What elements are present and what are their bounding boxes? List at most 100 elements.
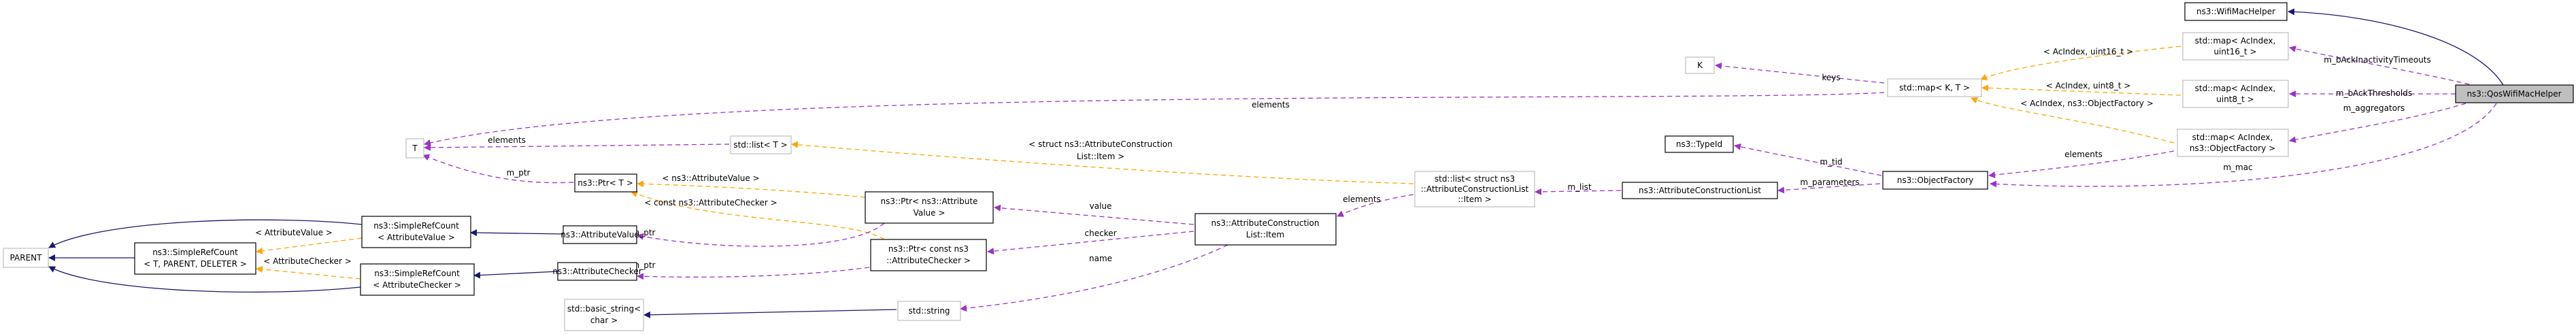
label-elements-of: elements xyxy=(2064,150,2103,159)
node-label: Value > xyxy=(914,208,946,218)
edge-inherit-basic-string xyxy=(643,309,897,318)
edge-value xyxy=(994,204,1194,225)
node-label: std::basic_string< xyxy=(567,304,641,314)
node-map-object-factory[interactable]: std::map< AcIndex,ns3::ObjectFactory > xyxy=(2177,129,2289,157)
label-elements-item: elements xyxy=(1343,195,1381,204)
node-src-attribute-value[interactable]: ns3::SimpleRefCount< AttributeValue > xyxy=(361,216,471,248)
label-m-aggregators: m_aggregators xyxy=(2343,103,2405,113)
node-label: < T, PARENT, DELETER > xyxy=(144,259,247,269)
node-label: std::string xyxy=(908,306,950,316)
label-m-parameters: m_parameters xyxy=(1800,178,1859,187)
node-label: char > xyxy=(590,316,618,325)
node-label: ns3::SimpleRefCount xyxy=(152,248,238,257)
label-tpl-uint16: < AcIndex, uint16_t > xyxy=(2043,47,2133,56)
node-ptr-attribute-checker[interactable]: ns3::Ptr< const ns3::AttributeChecker > xyxy=(870,239,987,271)
edge-inherit-parent-value xyxy=(48,219,363,248)
node-label: ns3::Ptr< ns3::Attribute xyxy=(881,197,978,206)
node-label: std::list< struct ns3 xyxy=(1435,174,1515,184)
node-label: ns3::Ptr< T > xyxy=(578,178,633,188)
label-tpl-item-line2: List::Item > xyxy=(1077,152,1124,161)
edge-tpl-object-factory xyxy=(1971,97,2175,144)
edge-inherit-parent-checker xyxy=(48,266,361,293)
node-type-id[interactable]: ns3::TypeId xyxy=(1665,135,1734,153)
node-k[interactable]: K xyxy=(1685,56,1715,74)
node-label: std::map< AcIndex, xyxy=(2195,36,2276,46)
label-tpl-attr-checker: < const ns3::AttributeChecker > xyxy=(644,198,777,207)
node-list-item[interactable]: std::list< struct ns3::AttributeConstruc… xyxy=(1414,171,1535,207)
node-map-k-t[interactable]: std::map< K, T > xyxy=(1887,78,1982,97)
node-src-generic[interactable]: ns3::SimpleRefCount< T, PARENT, DELETER … xyxy=(134,242,256,275)
node-map-uint16[interactable]: std::map< AcIndex,uint16_t > xyxy=(2182,32,2289,61)
node-attribute-construction-list[interactable]: ns3::AttributeConstructionList xyxy=(1622,182,1778,199)
label-tpl-uint8: < AcIndex, uint8_t > xyxy=(2046,81,2131,90)
node-label: ns3::ObjectFactory xyxy=(1897,176,1974,185)
edge-elements-list xyxy=(424,144,730,151)
node-label: std::list< T > xyxy=(733,140,787,150)
node-label: ::AttributeConstructionList xyxy=(1421,184,1529,194)
node-label: < AttributeChecker > xyxy=(373,280,461,290)
node-label: uint8_t > xyxy=(2216,95,2254,104)
edge-m-back-inactivity xyxy=(2289,46,2470,85)
node-label: std::map< K, T > xyxy=(1899,83,1970,93)
edge-inherit-src-checker xyxy=(473,271,558,279)
node-object-factory[interactable]: ns3::ObjectFactory xyxy=(1882,171,1988,190)
label-m-ptr-value: m_ptr xyxy=(632,228,656,237)
node-src-attribute-checker[interactable]: ns3::SimpleRefCount< AttributeChecker > xyxy=(360,263,475,296)
node-label: ns3::Ptr< const ns3 xyxy=(888,244,969,254)
node-label: ::AttributeChecker > xyxy=(886,256,971,265)
edge-m-ptr-value xyxy=(637,222,885,247)
node-label: uint16_t > xyxy=(2213,47,2256,56)
node-basic-string[interactable]: std::basic_string<char > xyxy=(564,299,644,331)
label-tpl-item-line1: < struct ns3::AttributeConstruction xyxy=(1028,139,1172,149)
node-attribute-checker[interactable]: ns3::AttributeChecker xyxy=(552,262,642,281)
label-m-ptr-t: m_ptr xyxy=(507,168,531,178)
node-ptr-t[interactable]: ns3::Ptr< T > xyxy=(574,173,637,193)
node-parent[interactable]: PARENT xyxy=(3,248,49,268)
edge-tpl-uint16 xyxy=(1980,46,2181,80)
edge-tpl-item xyxy=(791,141,1414,184)
edge-keys xyxy=(1715,62,1885,84)
label-value: value xyxy=(1090,201,1112,211)
edge-m-parameters xyxy=(1777,183,1881,194)
edges xyxy=(48,8,2504,318)
node-wifi-mac-helper[interactable]: ns3::WifiMacHelper xyxy=(2184,2,2288,21)
node-acl-item[interactable]: ns3::AttributeConstructionList::Item xyxy=(1194,213,1337,246)
edge-tpl-uint8 xyxy=(1981,84,2181,96)
edge-m-aggregators xyxy=(2289,103,2466,144)
node-t[interactable]: T xyxy=(405,138,424,158)
label-m-back-thresholds: m_bAckThresholds xyxy=(2336,88,2412,98)
edge-tpl-attr-value xyxy=(637,180,866,198)
edge-labels: m_bAckInactivityTimeouts m_bAckThreshold… xyxy=(255,47,2431,270)
node-attribute-value[interactable]: ns3::AttributeValue xyxy=(561,225,639,244)
edge-tpl-src-value xyxy=(256,237,363,254)
node-label: T xyxy=(412,144,418,153)
node-label: PARENT xyxy=(10,253,43,263)
nodes: ns3::QosWifiMacHelper ns3::WifiMacHelper… xyxy=(3,2,2574,331)
label-m-mac: m_mac xyxy=(2223,163,2252,172)
node-map-uint8[interactable]: std::map< AcIndex,uint8_t > xyxy=(2182,80,2289,108)
node-label: ns3::QosWifiMacHelper xyxy=(2466,89,2561,99)
label-tpl-object-factory: < AcIndex, ns3::ObjectFactory > xyxy=(2020,99,2154,108)
node-label: ns3::WifiMacHelper xyxy=(2196,7,2275,16)
node-qos-wifi-mac-helper[interactable]: ns3::QosWifiMacHelper xyxy=(2455,84,2574,103)
label-m-list: m_list xyxy=(1567,182,1592,192)
edge-m-mac xyxy=(1990,103,2497,188)
node-std-list-t[interactable]: std::list< T > xyxy=(730,135,792,154)
node-label: ns3::AttributeValue xyxy=(561,230,639,239)
node-label: ns3::AttributeChecker xyxy=(552,267,641,276)
label-elements-list: elements xyxy=(488,135,526,145)
edge-tpl-src-checker xyxy=(256,265,361,280)
node-std-string[interactable]: std::string xyxy=(897,301,961,321)
label-tpl-src-value: < AttributeValue > xyxy=(255,228,333,237)
node-label: K xyxy=(1697,61,1703,70)
edge-inherit-wifi-mac-helper xyxy=(2288,8,2504,86)
label-name: name xyxy=(1089,254,1112,263)
edge-name xyxy=(960,244,1228,312)
edge-m-tid xyxy=(1734,143,1882,176)
label-tpl-attr-value: < ns3::AttributeValue > xyxy=(662,173,759,183)
node-label: ns3::SimpleRefCount xyxy=(374,269,460,278)
node-label: ns3::ObjectFactory > xyxy=(2190,144,2275,153)
edge-tpl-attr-checker xyxy=(631,190,885,240)
node-ptr-attribute-value[interactable]: ns3::Ptr< ns3::AttributeValue > xyxy=(865,191,994,224)
